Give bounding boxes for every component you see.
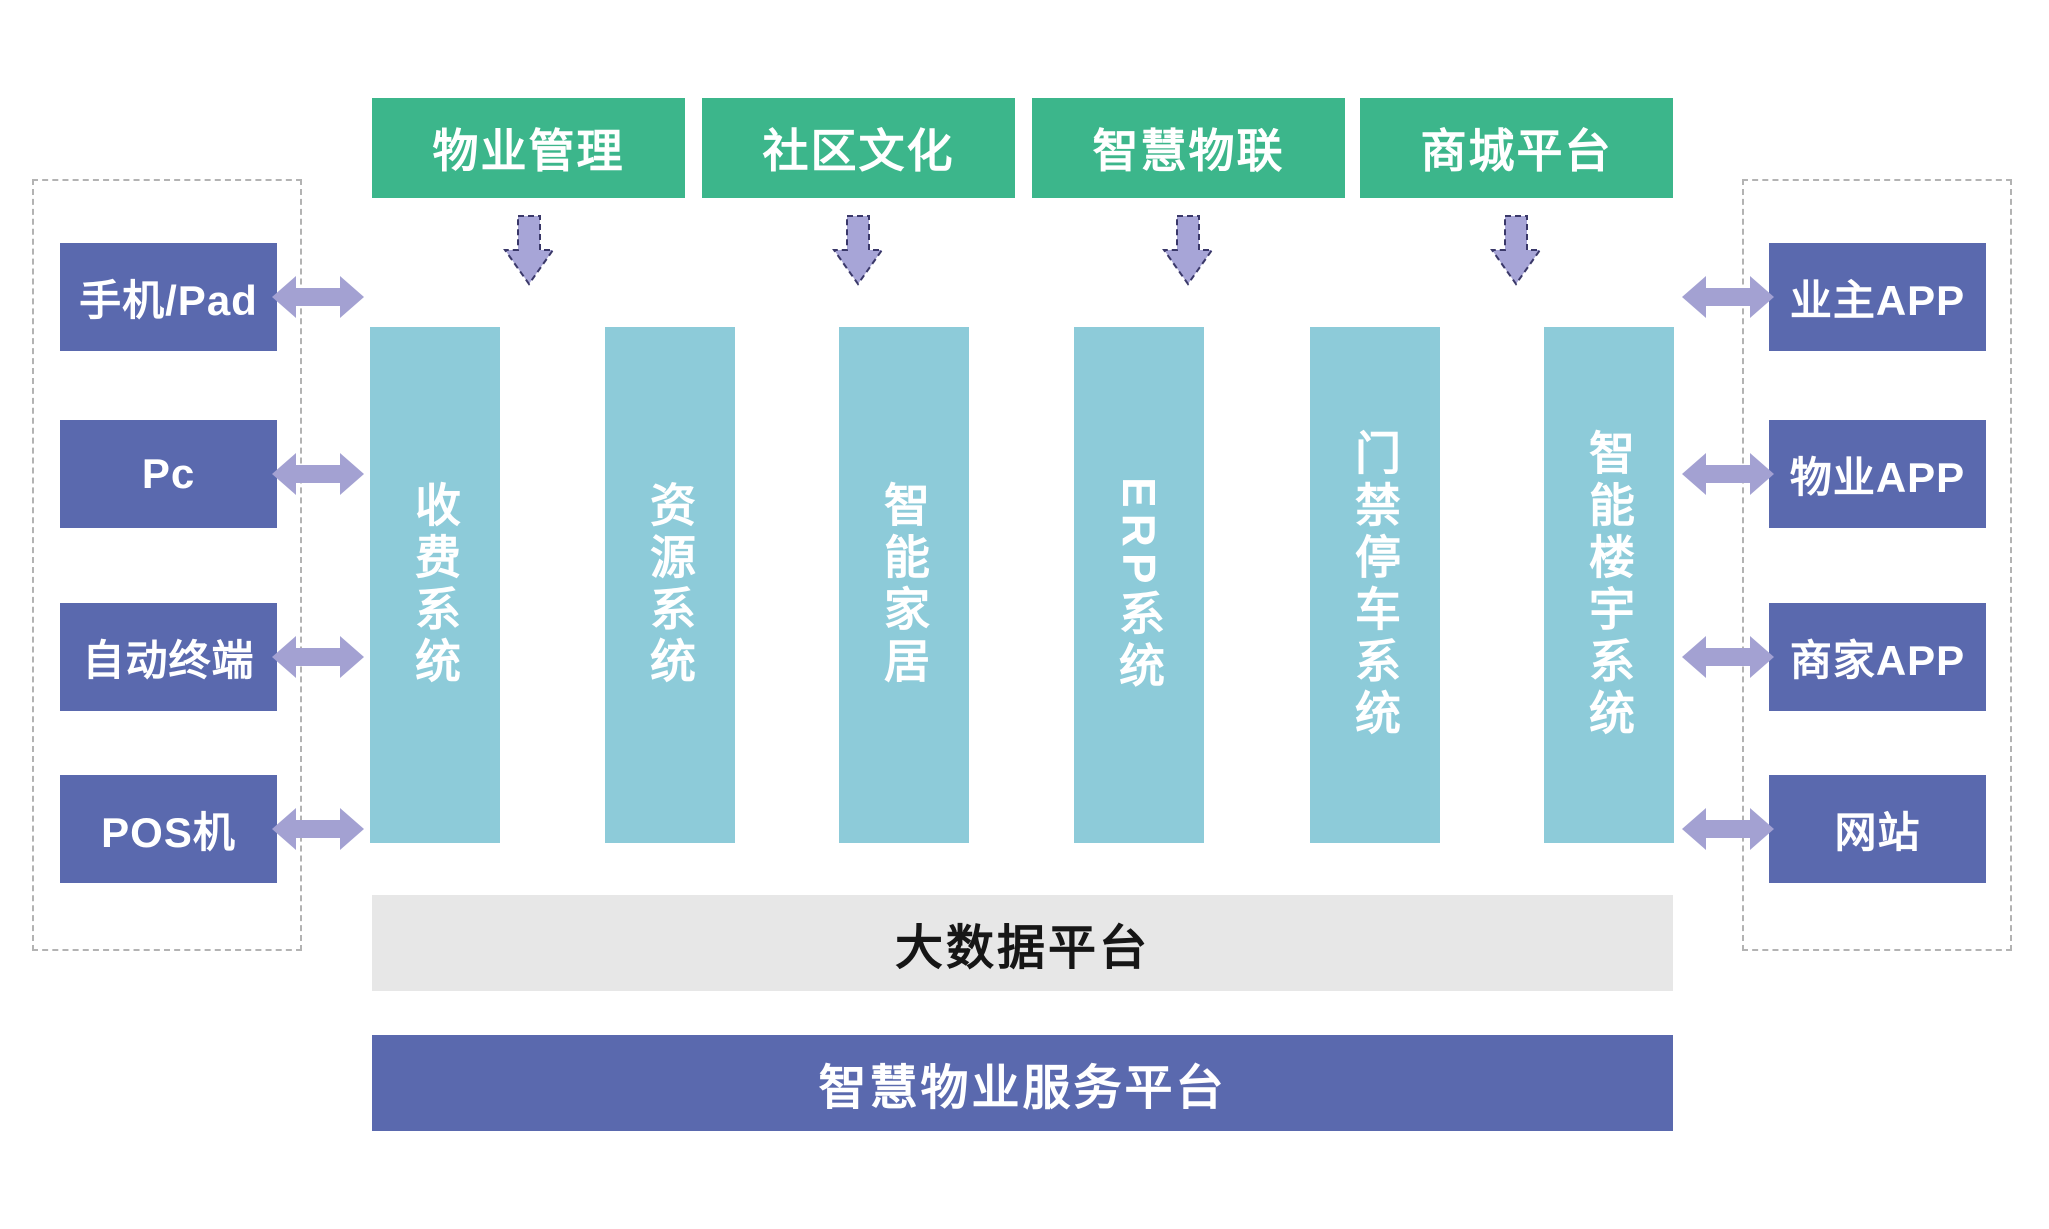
left-right-arrow-icon	[270, 806, 366, 852]
app-property: 物业APP	[1769, 420, 1986, 528]
module-community-culture: 社区文化	[702, 98, 1015, 198]
left-right-arrow-icon	[1680, 274, 1776, 320]
terminal-label: 手机/Pad	[79, 276, 258, 324]
terminal-pc: Pc	[60, 420, 277, 528]
service-platform-bar: 智慧物业服务平台	[372, 1035, 1673, 1131]
terminal-label: Pc	[141, 450, 196, 497]
module-smart-iot: 智慧物联	[1032, 98, 1345, 198]
module-label: 社区文化	[762, 125, 955, 177]
left-right-arrow-icon	[270, 274, 366, 320]
left-right-arrow-icon	[270, 451, 366, 497]
down-arrow-icon	[830, 214, 886, 286]
terminal-phone-pad: 手机/Pad	[60, 243, 277, 351]
left-right-arrow-icon	[1680, 806, 1776, 852]
app-website: 网站	[1769, 775, 1986, 883]
system-label: 门禁停车系统	[1349, 429, 1401, 741]
system-column-access-parking: 门禁停车系统	[1310, 327, 1440, 843]
app-label: 网站	[1834, 808, 1921, 856]
left-right-arrow-icon	[1680, 451, 1776, 497]
terminal-label: POS机	[101, 808, 236, 856]
module-label: 智慧物联	[1092, 125, 1285, 177]
module-mall-platform: 商城平台	[1360, 98, 1673, 198]
down-arrow-icon	[1488, 214, 1544, 286]
app-merchant: 商家APP	[1769, 603, 1986, 711]
system-column-billing: 收费系统	[370, 327, 500, 843]
system-label: 收费系统	[409, 481, 461, 689]
terminals-group-frame	[32, 179, 302, 951]
app-label: 业主APP	[1789, 276, 1966, 324]
system-column-erp: ERP系统	[1074, 327, 1204, 843]
system-label: 智能楼宇系统	[1583, 429, 1635, 741]
system-column-resource: 资源系统	[605, 327, 735, 843]
left-right-arrow-icon	[270, 634, 366, 680]
app-label: 商家APP	[1789, 636, 1966, 684]
module-label: 商城平台	[1420, 125, 1613, 177]
system-label: 资源系统	[644, 481, 696, 689]
terminal-pos: POS机	[60, 775, 277, 883]
system-column-smart-home: 智能家居	[839, 327, 969, 843]
module-label: 物业管理	[432, 125, 625, 177]
module-property-management: 物业管理	[372, 98, 685, 198]
terminal-label: 自动终端	[82, 636, 255, 684]
system-column-smart-building: 智能楼宇系统	[1544, 327, 1674, 843]
system-label: 智能家居	[878, 481, 930, 689]
service-platform-label: 智慧物业服务平台	[818, 1062, 1227, 1115]
app-label: 物业APP	[1789, 453, 1966, 501]
system-label: ERP系统	[1113, 476, 1165, 694]
big-data-platform-label: 大数据平台	[894, 922, 1150, 975]
down-arrow-icon	[501, 214, 557, 286]
apps-group-frame	[1742, 179, 2012, 951]
terminal-auto-kiosk: 自动终端	[60, 603, 277, 711]
app-owner: 业主APP	[1769, 243, 1986, 351]
down-arrow-icon	[1160, 214, 1216, 286]
big-data-platform-bar: 大数据平台	[372, 895, 1673, 991]
left-right-arrow-icon	[1680, 634, 1776, 680]
